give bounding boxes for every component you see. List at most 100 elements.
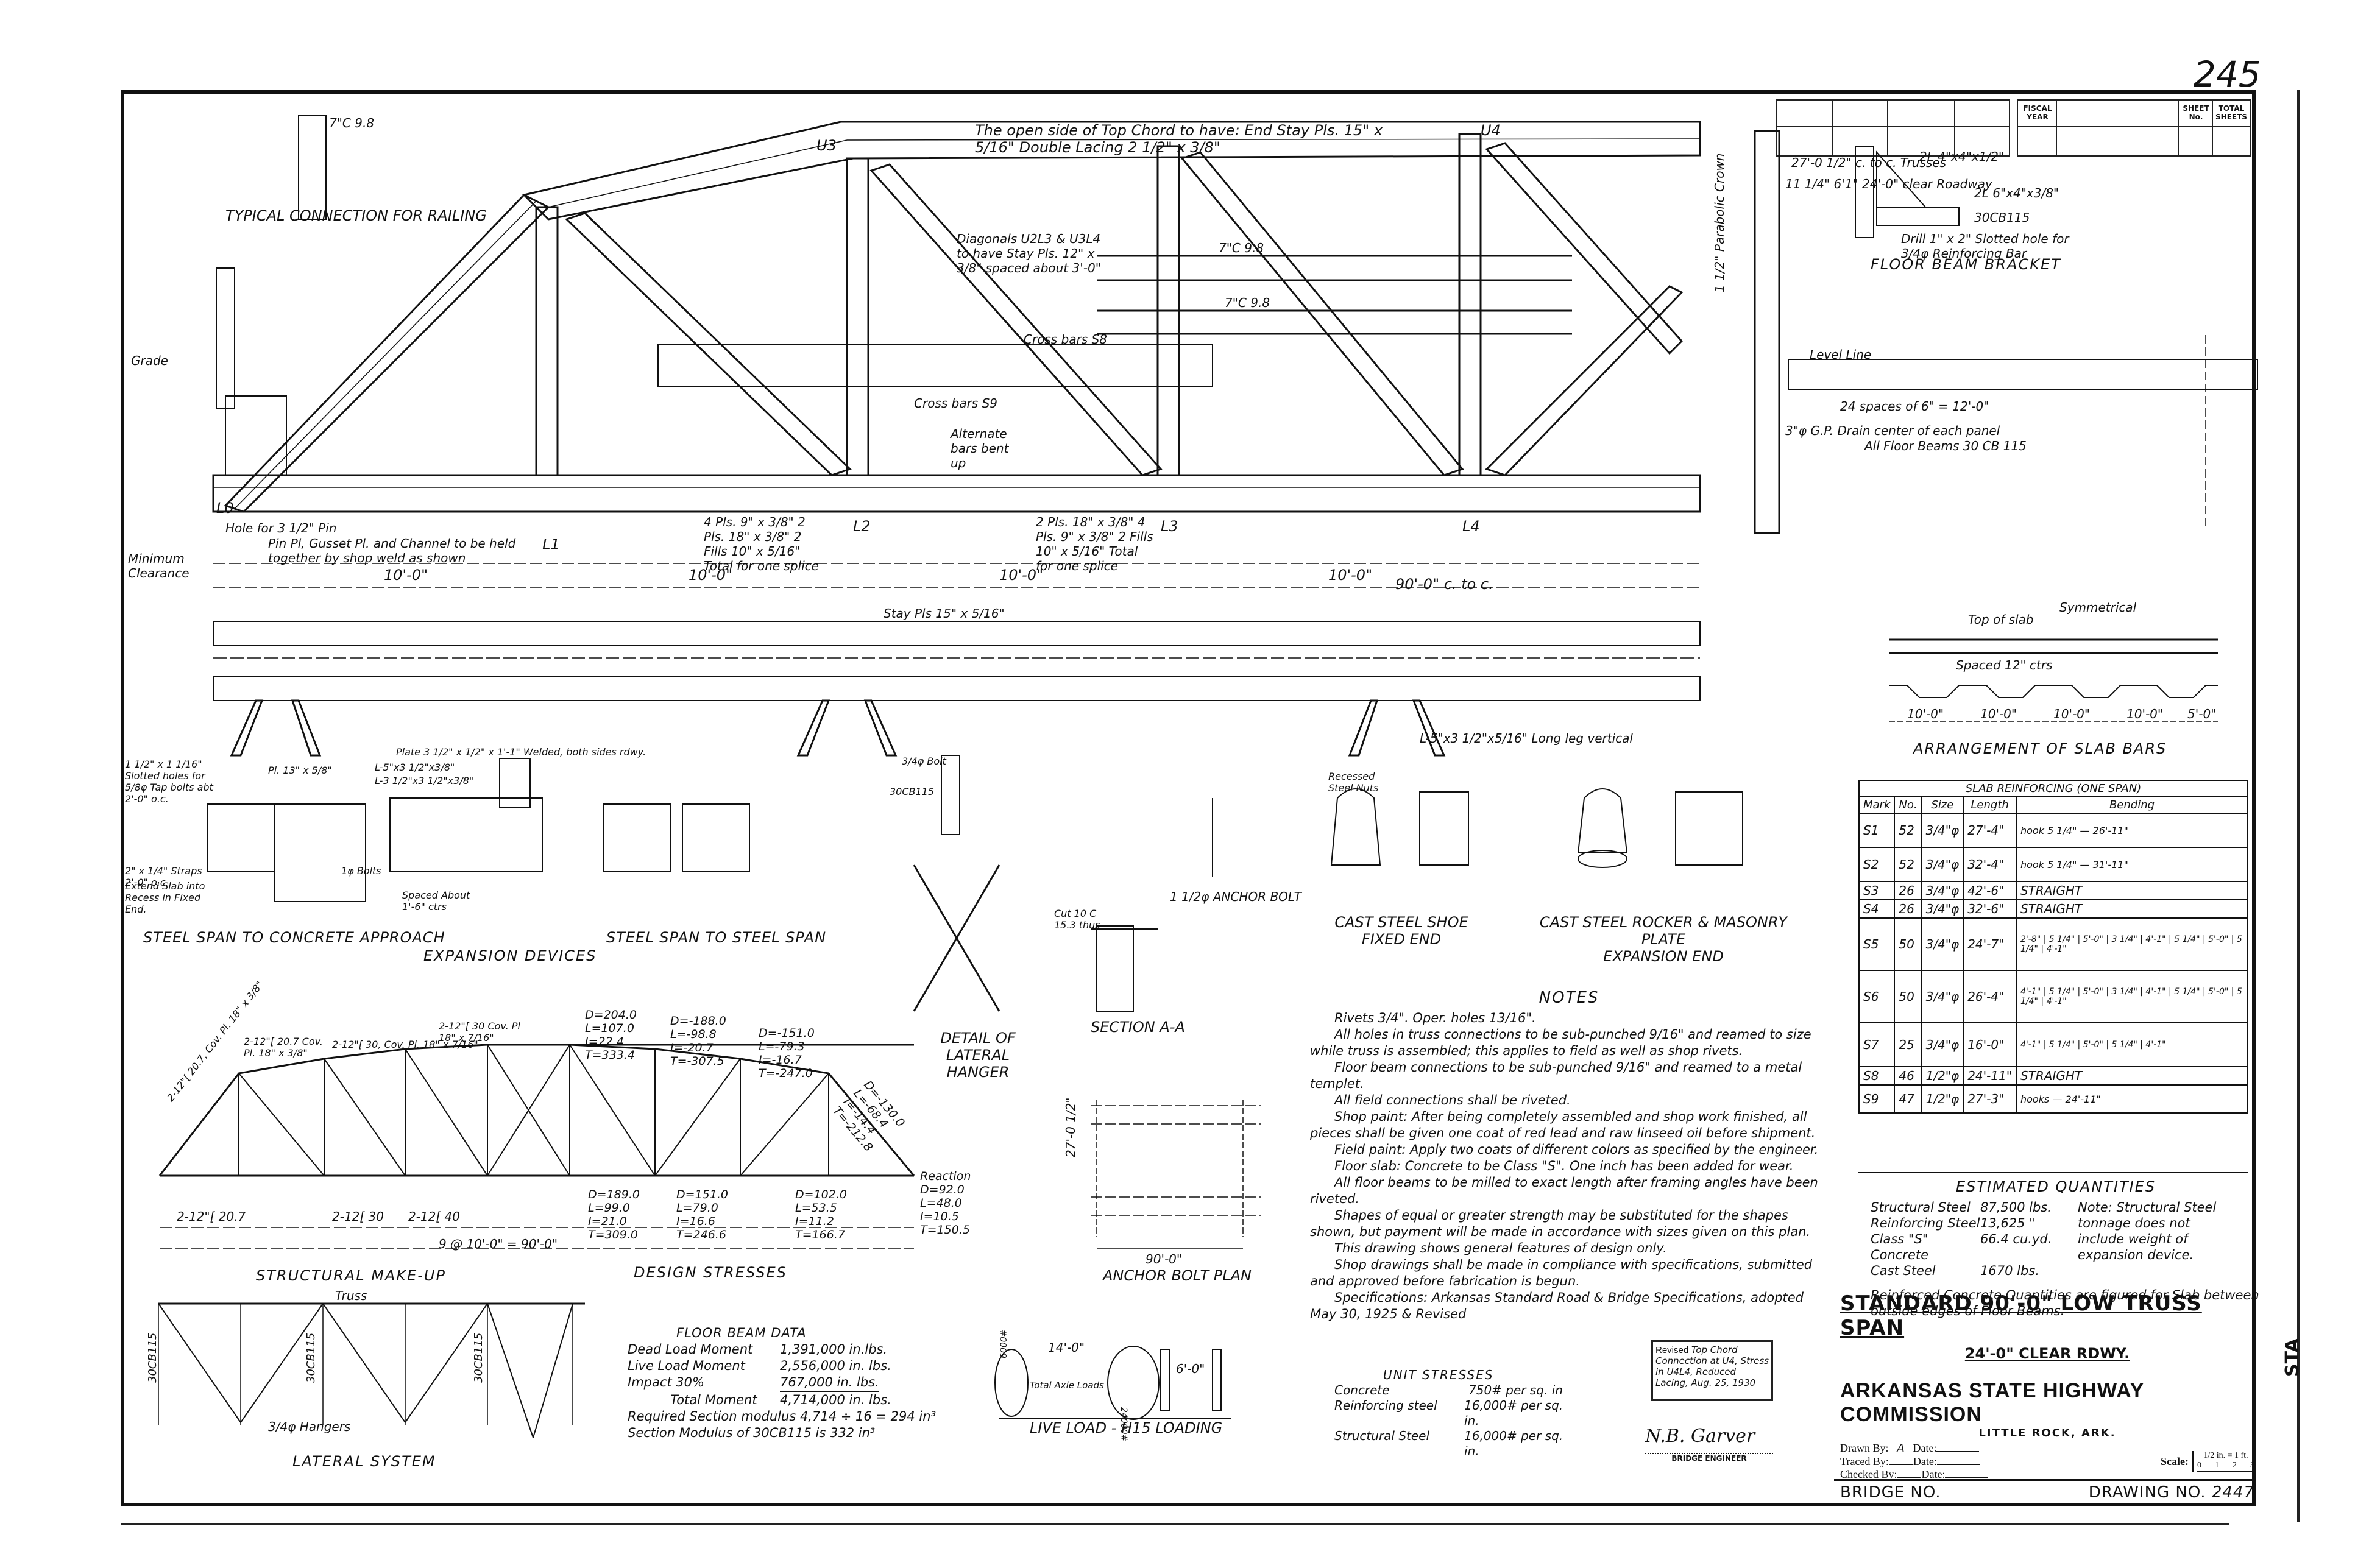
live: 107.0 bbox=[601, 1022, 634, 1035]
top-chord-label-2: 2-12"[ 30, Cov. Pl. 18" x 7/16" bbox=[332, 1039, 478, 1050]
mark: S5 bbox=[1858, 917, 1896, 971]
alternate-bars: Alternate bars bent up bbox=[951, 426, 1009, 470]
bracket-caption: FLOOR BEAM BRACKET bbox=[1871, 256, 2061, 273]
railing-label-channel: 7"C 9.8 bbox=[329, 116, 375, 130]
length: 42'-6" bbox=[1963, 881, 2017, 900]
cross-bars-s9: Cross bars S9 bbox=[914, 396, 997, 411]
bracket-angle-1: 2L 4"x4"x1/2" bbox=[1919, 149, 2005, 164]
extend-slab-note: Extend Slab into Recess in Fixed End. bbox=[125, 880, 205, 915]
length: 27'-4" bbox=[1963, 813, 2017, 848]
splice-note-2: 2 Pls. 18" x 3/8" 4 Pls. 9" x 3/8" 2 Fil… bbox=[1036, 515, 1153, 573]
quantities-footer: Reinforced Concrete Quantities are figur… bbox=[1871, 1288, 2259, 1318]
scale-tick: 3 bbox=[2250, 1460, 2254, 1470]
sheet-number: 245 bbox=[2194, 54, 2261, 95]
drawing-title: STANDARD 90'-0" LOW TRUSS SPAN bbox=[1840, 1291, 2202, 1340]
lateral-caption: LATERAL SYSTEM bbox=[292, 1453, 436, 1470]
spaced-ctrs: Spaced 12" ctrs bbox=[1956, 658, 2053, 673]
total: -307.5 bbox=[687, 1054, 724, 1068]
size: 3/4"φ bbox=[1921, 881, 1964, 900]
plate-label: Pl. 13" x 5/8" bbox=[268, 765, 332, 776]
scale-block: Scale: 1/2 in. = 1 ft. 0 1 2 3 bbox=[2161, 1442, 2254, 1481]
total: 166.7 bbox=[812, 1228, 845, 1241]
mark: S6 bbox=[1858, 970, 1896, 1023]
wheel-width: 6'-0" bbox=[1176, 1361, 1205, 1376]
title-strip-line bbox=[2297, 90, 2300, 1522]
steel-to-steel-caption: STEEL SPAN TO STEEL SPAN bbox=[606, 929, 827, 946]
anchor-bolt-caption: 1 1/2φ ANCHOR BOLT bbox=[1170, 889, 1301, 904]
scale-bar: 0 1 2 3 bbox=[2197, 1461, 2254, 1472]
live: 53.5 bbox=[811, 1201, 837, 1215]
actual-modulus: Section Modulus of 30CB115 is 332 in³ bbox=[628, 1425, 876, 1440]
quantity-value: 13,625 " bbox=[1980, 1216, 2035, 1231]
scale-tick: 1 bbox=[2215, 1460, 2219, 1470]
dead: 204.0 bbox=[603, 1008, 637, 1022]
col-length: Length bbox=[1963, 796, 2017, 814]
fbd-value: 1,391,000 in.lbs. bbox=[780, 1342, 888, 1357]
checked-by-field bbox=[1897, 1477, 1922, 1478]
impact: 16.6 bbox=[689, 1215, 715, 1228]
agency-city: LITTLE ROCK, ARK. bbox=[1978, 1427, 2116, 1439]
count: 46 bbox=[1894, 1066, 1922, 1086]
welded-plate-note: Plate 3 1/2" x 1/2" x 1'-1" Welded, both… bbox=[396, 746, 646, 758]
live: 48.0 bbox=[936, 1196, 962, 1210]
note-item: Shop drawings shall be made in complianc… bbox=[1310, 1257, 1813, 1288]
checked-date-field bbox=[1945, 1477, 1988, 1478]
header-table-left bbox=[1776, 99, 2010, 157]
size: 1/2"φ bbox=[1921, 1084, 1964, 1114]
length: 32'-6" bbox=[1963, 899, 2017, 919]
count: 50 bbox=[1894, 970, 1922, 1023]
bottom-chord bbox=[212, 474, 1701, 513]
traced-by-row: Traced By:Date: bbox=[1840, 1455, 1988, 1468]
bracket-beam: 30CB115 bbox=[1974, 210, 2030, 225]
scale-value: 1/2 in. = 1 ft. bbox=[2203, 1450, 2248, 1460]
axle-spacing: 14'-0" bbox=[1048, 1340, 1085, 1355]
count: 52 bbox=[1894, 847, 1922, 882]
engineer-title: BRIDGE ENGINEER bbox=[1645, 1453, 1773, 1463]
stay-plates-label: Stay Pls 15" x 5/16" bbox=[884, 606, 1005, 621]
bending: 4'-1" | 5 1/4" | 5'-0" | 3 1/4" | 4'-1" … bbox=[2016, 970, 2248, 1023]
dead: 189.0 bbox=[606, 1188, 640, 1201]
bending: hooks — 24'-11" bbox=[2016, 1084, 2248, 1114]
design-stresses-caption: DESIGN STRESSES bbox=[634, 1264, 787, 1281]
anchor-plan-spacing: 27'-0 1/2" bbox=[1063, 1097, 1078, 1157]
impact: -16.7 bbox=[771, 1053, 802, 1067]
drawn-by-label: Drawn By: bbox=[1840, 1442, 1889, 1454]
truss-label: Truss bbox=[335, 1288, 367, 1303]
size: 1/2"φ bbox=[1921, 1066, 1964, 1086]
sheet-no-label: SHEET No. bbox=[2183, 104, 2209, 121]
size: 3/4"φ bbox=[1921, 847, 1964, 882]
drawing-no-value: 2447 bbox=[2211, 1483, 2254, 1502]
note-item: Specifications: Arkansas Standard Road &… bbox=[1310, 1290, 1804, 1321]
note-item: Rivets 3/4". Oper. holes 13/16". bbox=[1334, 1011, 1536, 1025]
total: 309.0 bbox=[604, 1228, 638, 1241]
header-table-right: FISCAL YEAR SHEET No. TOTAL SHEETS bbox=[2017, 99, 2251, 157]
mark: S2 bbox=[1858, 847, 1896, 882]
size: 3/4"φ bbox=[1921, 813, 1964, 848]
title-block: STANDARD 90'-0" LOW TRUSS SPAN 24'-0" CL… bbox=[1840, 1291, 2254, 1511]
total-sheets-label: TOTAL SHEETS bbox=[2215, 104, 2247, 121]
fbd-item: Live Load Moment bbox=[628, 1358, 745, 1373]
size: 3/4"φ bbox=[1921, 899, 1964, 919]
mark: S9 bbox=[1858, 1084, 1896, 1114]
panel-dim-4: 10'-0" bbox=[1328, 567, 1373, 584]
length: 24'-11" bbox=[1963, 1066, 2017, 1086]
roadway-width: 11 1/4" 6'1" 24'-0" clear Roadway bbox=[1785, 177, 1992, 191]
total: 246.6 bbox=[693, 1228, 726, 1241]
lateral-beam-3: 30CB115 bbox=[472, 1332, 485, 1383]
traced-date-field bbox=[1936, 1464, 1980, 1465]
length: 27'-3" bbox=[1963, 1084, 2017, 1114]
note-item: Floor beam connections to be sub-punched… bbox=[1310, 1060, 1802, 1091]
quantity-value: 1670 lbs. bbox=[1980, 1263, 2039, 1278]
cross-bars-s8: Cross bars S8 bbox=[1024, 332, 1107, 347]
